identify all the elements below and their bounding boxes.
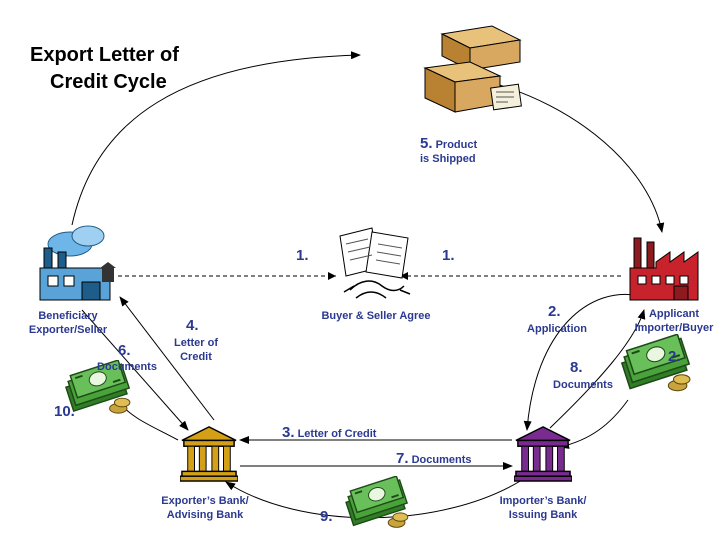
arc-beneficiary-to-shipment xyxy=(71,51,361,226)
page-title: Export Letter of Credit Cycle xyxy=(30,42,179,96)
step-4-label: Letter of Credit xyxy=(164,336,228,364)
step-7-text: Documents xyxy=(411,454,472,466)
arrow-documents-to-applicant xyxy=(549,309,646,429)
bank-gold-icon xyxy=(180,426,238,482)
factory-red-icon xyxy=(629,237,699,301)
step-7-number: 7. xyxy=(396,450,409,467)
applicant-label: Applicant Importer/Buyer xyxy=(624,307,724,335)
step-6-label: Documents xyxy=(97,361,157,373)
money-stack-icon xyxy=(344,476,410,529)
beneficiary-label: Beneficiary Exporter/Seller xyxy=(20,309,116,337)
handshake-documents-icon xyxy=(339,227,411,299)
beneficiary-label-line2: Exporter/Seller xyxy=(28,324,108,336)
step-9-number: 9. xyxy=(320,508,333,525)
bank-purple-icon xyxy=(514,426,572,482)
step-5-line2: is Shipped xyxy=(420,153,476,165)
exporter-bank-label-line2: Advising Bank xyxy=(166,509,244,521)
step-3-number: 3. xyxy=(282,424,295,441)
arrow-application xyxy=(523,294,641,431)
step-2-application-label: Application xyxy=(527,323,587,335)
step-2-application-number: 2. xyxy=(548,303,561,320)
step-2-payment-number: 2. xyxy=(668,348,681,365)
step-5-line1: Product xyxy=(435,139,478,151)
beneficiary-label-line1: Beneficiary xyxy=(38,310,98,322)
arrow-documents-6 xyxy=(81,309,189,431)
step-4-label-line2: Credit xyxy=(180,351,212,363)
exporter-bank-label-line1: Exporter’s Bank/ xyxy=(161,495,249,507)
factory-blue-icon xyxy=(39,225,116,301)
step-6-number: 6. xyxy=(118,342,131,359)
step-10-number: 10. xyxy=(54,403,75,420)
importer-bank-label-line2: Issuing Bank xyxy=(508,509,578,521)
applicant-label-line2: Importer/Buyer xyxy=(634,322,714,334)
step-3-label: 3. Letter of Credit xyxy=(282,424,392,441)
step-3-text: Letter of Credit xyxy=(297,428,377,440)
exporter-bank-label: Exporter’s Bank/ Advising Bank xyxy=(150,494,260,522)
importer-bank-label-line1: Importer’s Bank/ xyxy=(499,495,587,507)
step-5-label: 5. Product is Shipped xyxy=(420,135,500,166)
title-line-2: Credit Cycle xyxy=(50,71,167,93)
step-5-number: 5. xyxy=(420,135,433,152)
step-7-label: 7. Documents xyxy=(396,450,486,467)
step-1-left-number: 1. xyxy=(296,247,309,264)
title-line-1: Export Letter of xyxy=(30,44,179,66)
agreement-label: Buyer & Seller Agree xyxy=(321,310,431,322)
boxes-icon xyxy=(423,25,522,113)
step-8-number: 8. xyxy=(570,359,583,376)
step-8-label: Documents xyxy=(553,379,613,391)
step-4-number: 4. xyxy=(186,317,199,334)
importer-bank-label: Importer’s Bank/ Issuing Bank xyxy=(488,494,598,522)
step-1-right-number: 1. xyxy=(442,247,455,264)
step-4-label-line1: Letter of xyxy=(174,337,218,349)
arrow-letter-of-credit-4 xyxy=(119,296,215,421)
applicant-label-line1: Applicant xyxy=(648,308,700,320)
